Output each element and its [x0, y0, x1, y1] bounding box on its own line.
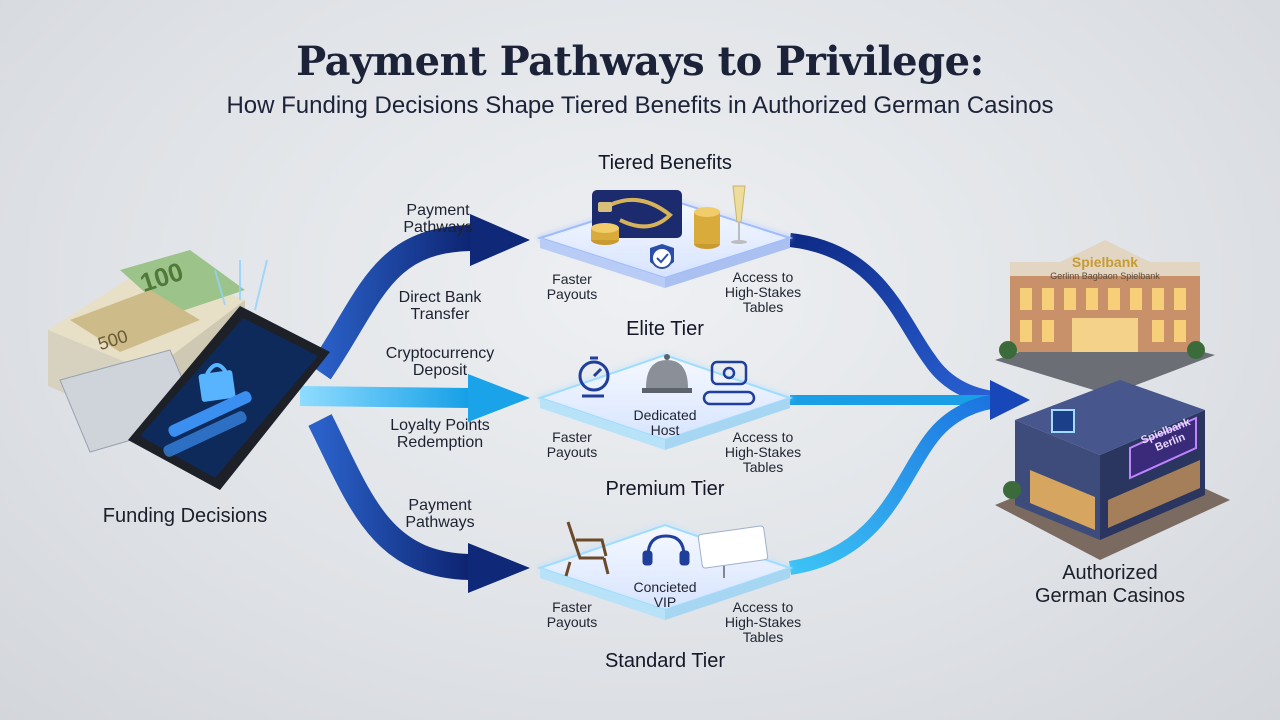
standard-high-stakes: Access to High-Stakes Tables [724, 599, 802, 645]
headset-icon [642, 534, 690, 566]
arrowhead-elite [470, 214, 530, 266]
standard-tier-name: Standard Tier [604, 650, 726, 672]
standard-concierge-vip: Concieted VIP [633, 579, 697, 610]
platform-premium [536, 353, 794, 450]
lounge-chair-icon [564, 521, 610, 577]
arrowhead-standard [468, 543, 530, 593]
gold-coins-icon [591, 207, 720, 249]
flow-standard-out [788, 394, 1001, 575]
arrow-to-elite [309, 225, 475, 380]
building-sign-spielbank: Spielbank [1071, 254, 1139, 270]
standard-faster-payouts: Faster Payouts [546, 599, 598, 630]
modern-casino-building-icon [995, 380, 1230, 560]
elite-faster-payouts: Faster Payouts [546, 271, 598, 302]
arrow-to-standard [308, 414, 471, 580]
flow-elite-out [789, 233, 1011, 407]
tiered-benefits-heading: Tiered Benefits [598, 152, 732, 174]
label-loyalty-points-redemption: Loyalty Points Redemption [390, 417, 490, 451]
premium-high-stakes: Access to High-Stakes Tables [724, 429, 802, 475]
ticket-card-icon [697, 525, 769, 578]
page-subtitle: How Funding Decisions Shape Tiered Benef… [226, 92, 1054, 119]
tablet-icon [128, 259, 330, 490]
champagne-glass-icon [731, 185, 747, 244]
badge-check-icon [650, 244, 674, 269]
platform-standard [536, 523, 794, 620]
building-sign-sub: Gerlinn Bagbaon Spielbank [1050, 271, 1160, 281]
premium-faster-payouts: Faster Payouts [546, 429, 598, 460]
label-authorized-german-casinos: Authorized German Casinos [1034, 562, 1186, 607]
elite-high-stakes: Access to High-Stakes Tables [724, 269, 802, 315]
arrow-to-premium [299, 386, 471, 408]
arrowhead-premium [468, 374, 530, 422]
label-payment-pathways-bottom: Payment Pathways [405, 497, 475, 531]
label-cryptocurrency-deposit: Cryptocurrency Deposit [385, 345, 495, 379]
elite-tier-name: Elite Tier [626, 318, 704, 340]
premium-tier-name: Premium Tier [605, 478, 725, 500]
premium-dedicated-host: Dedicated Host [633, 407, 697, 438]
stopwatch-icon [578, 356, 610, 398]
arrowhead-casinos [990, 380, 1030, 420]
page-title: Payment Pathways to Privilege: [296, 38, 984, 85]
label-funding-decisions: Funding Decisions [102, 505, 268, 527]
label-direct-bank-transfer: Direct Bank Transfer [398, 289, 482, 323]
label-payment-pathways-top: Payment Pathways [403, 202, 473, 236]
spielbank-building-icon [995, 240, 1215, 395]
service-bell-icon [642, 354, 692, 393]
host-desk-icon [702, 360, 756, 406]
